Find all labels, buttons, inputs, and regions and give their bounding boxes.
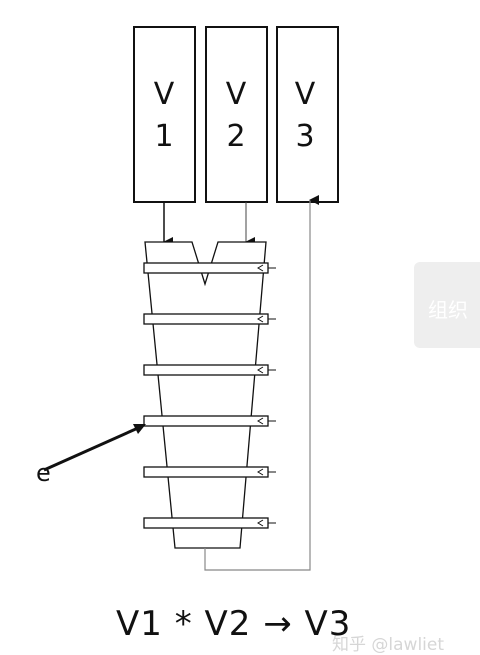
register-v3-name: V [295, 77, 316, 112]
stage-clock-input [257, 468, 276, 476]
pipeline-stage-latch [143, 364, 269, 376]
stage-clock-input [257, 519, 276, 527]
register-v1-name: V [154, 77, 175, 112]
pointer-arrow-head [133, 424, 146, 434]
register-v2: V 2 [205, 26, 268, 203]
stage-clock-input [257, 264, 276, 272]
formula-caption: V1 * V2 → V3 [116, 604, 352, 644]
pipeline-stage-latch [143, 313, 269, 325]
pipeline-stage-latch [143, 466, 269, 478]
side-tab-label: 组织 [428, 298, 468, 322]
pipeline-stage-latch [143, 415, 269, 427]
register-v2-index: 2 [226, 119, 245, 154]
stage-clock-input [257, 315, 276, 323]
pointer-label: e [36, 459, 51, 487]
register-v1-index: 1 [154, 119, 173, 154]
watermark: 知乎 @lawliet [332, 635, 445, 655]
stage-clock-input [257, 366, 276, 374]
register-v2-name: V [226, 77, 247, 112]
register-v1: V 1 [133, 26, 196, 203]
pipeline-stages [143, 262, 276, 529]
stage-clock-input [257, 417, 276, 425]
pipeline-funnel [144, 241, 267, 549]
feedback-path-to-v3 [204, 195, 319, 571]
register-v3: V 3 [276, 26, 339, 203]
register-v3-index: 3 [295, 119, 314, 154]
side-tab[interactable]: 组织 [414, 262, 480, 348]
pipeline-stage-latch [143, 262, 269, 274]
pipeline-stage-latch [143, 517, 269, 529]
pointer-arrow [43, 426, 139, 472]
